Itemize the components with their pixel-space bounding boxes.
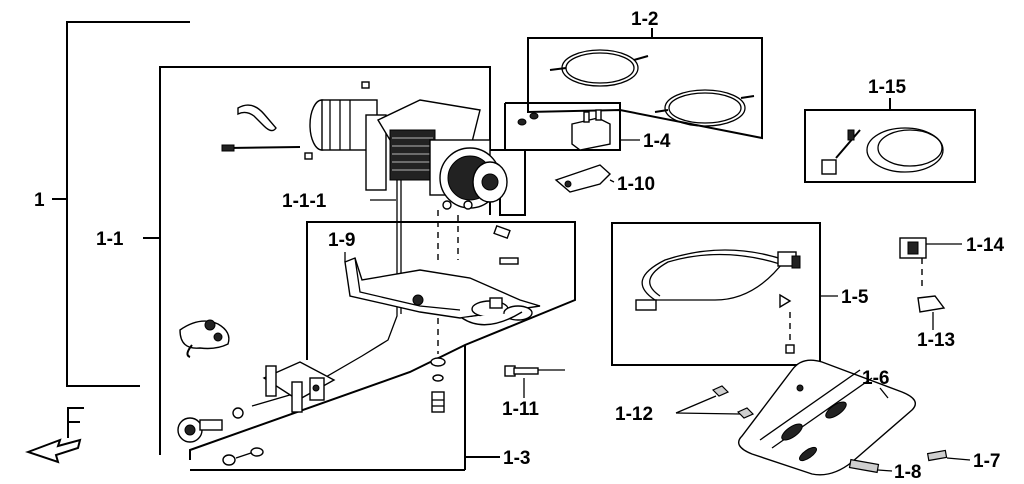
winch-assembly [309, 99, 508, 210]
front-direction-arrow-icon [25, 407, 84, 464]
skid-plate [738, 359, 916, 476]
group-box-1-5 [611, 222, 838, 366]
callout-1: 1 [34, 190, 45, 211]
callout-1-9: 1-9 [328, 230, 355, 251]
switch-1-14 [899, 237, 962, 290]
clamp-parts [221, 104, 301, 152]
callout-1-4: 1-4 [643, 131, 671, 152]
callout-1-1: 1-1 [96, 229, 124, 250]
bolt-1-8 [848, 458, 893, 474]
callout-1-13: 1-13 [917, 330, 955, 351]
switch-harness [821, 127, 944, 175]
cable-hook [177, 407, 244, 443]
wire-harness [635, 249, 801, 354]
plate-bolt-bottom [430, 318, 446, 413]
callout-1-15: 1-15 [868, 77, 906, 98]
clip-1-13 [917, 295, 946, 330]
callout-1-2: 1-2 [631, 9, 658, 30]
callout-1-10: 1-10 [617, 174, 655, 195]
group-box-1-2 [527, 28, 763, 140]
group-box-1-15 [804, 98, 976, 183]
nuts-1-12 [675, 385, 755, 419]
callout-1-8: 1-8 [894, 462, 921, 483]
callout-1-7: 1-7 [973, 451, 1000, 472]
bolt-1-7 [926, 449, 971, 462]
plate-bolt-top [437, 210, 519, 265]
callout-1-6: 1-6 [862, 368, 889, 389]
mount-plate [344, 257, 541, 326]
roller-fairlead [262, 361, 336, 413]
motor-nuts [304, 81, 370, 160]
callout-1-3: 1-3 [503, 448, 530, 469]
battery-cables [549, 49, 755, 127]
callout-1-11: 1-11 [502, 399, 539, 420]
contactor [517, 109, 611, 151]
bracket-1 [52, 21, 190, 387]
hook-strap [179, 319, 230, 358]
callout-1-12: 1-12 [615, 404, 653, 425]
group-box-1-4 [504, 102, 640, 151]
callout-1-1-1: 1-1-1 [282, 191, 327, 212]
group-box-1-3 [189, 221, 576, 471]
bracket-1-10 [554, 164, 615, 193]
fairlead-bolts [222, 447, 264, 466]
bolt-1-11 [504, 365, 565, 398]
callout-1-14: 1-14 [966, 235, 1004, 256]
callout-1-5: 1-5 [841, 287, 869, 308]
